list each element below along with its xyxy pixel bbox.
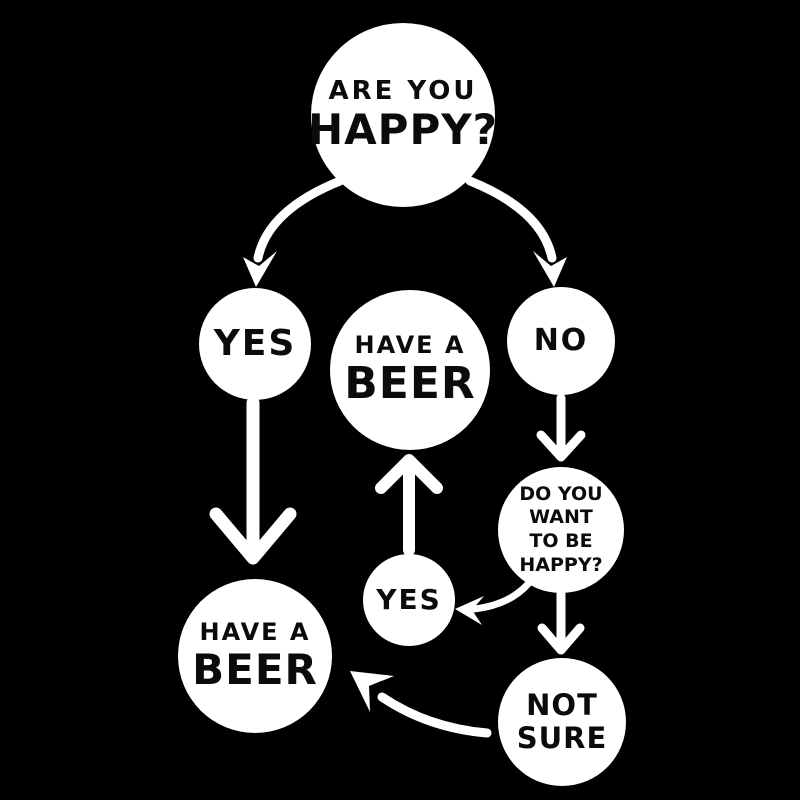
node-have-a-beer-left-line2: BEER [192, 644, 318, 694]
node-want-to-be-happy-line1: DO YOU WANT [519, 482, 603, 529]
node-want-to-be-happy-line2: TO BE HAPPY? [519, 530, 603, 576]
node-want-to-be-happy: DO YOU WANT TO BE HAPPY? [498, 467, 624, 593]
arrow-no-to-want [536, 393, 586, 462]
node-yes-small: YES [363, 554, 455, 646]
arrow-happy-to-no [465, 176, 567, 287]
node-are-you-happy-line2: HAPPY? [308, 104, 498, 154]
arrow-happy-to-yes [243, 176, 345, 287]
node-have-a-beer-center: HAVE A BEER [330, 290, 490, 450]
node-have-a-beer-left: HAVE A BEER [178, 579, 332, 733]
node-not-sure-line2: SURE [516, 721, 608, 755]
node-not-sure-line1: NOT [526, 687, 598, 722]
arrow-want-to-yes2 [455, 580, 532, 625]
node-not-sure: NOT SURE [498, 658, 626, 786]
node-are-you-happy: ARE YOU HAPPY? [308, 23, 498, 207]
arrow-yes2-to-beer [375, 454, 443, 556]
node-yes-left-label: YES [213, 323, 297, 365]
arrow-want-to-notsure [537, 589, 585, 655]
node-are-you-happy-line1: ARE YOU [328, 76, 478, 107]
node-have-a-beer-center-line2: BEER [344, 357, 476, 409]
arrow-yes-to-beer [209, 396, 297, 565]
node-have-a-beer-center-line1: HAVE A [354, 331, 466, 360]
arrow-notsure-to-beer [350, 671, 492, 738]
node-yes-left: YES [199, 288, 311, 400]
node-no: NO [507, 287, 615, 395]
node-yes-small-label: YES [376, 583, 442, 617]
node-have-a-beer-left-line1: HAVE A [199, 618, 311, 647]
node-no-label: NO [533, 323, 589, 359]
